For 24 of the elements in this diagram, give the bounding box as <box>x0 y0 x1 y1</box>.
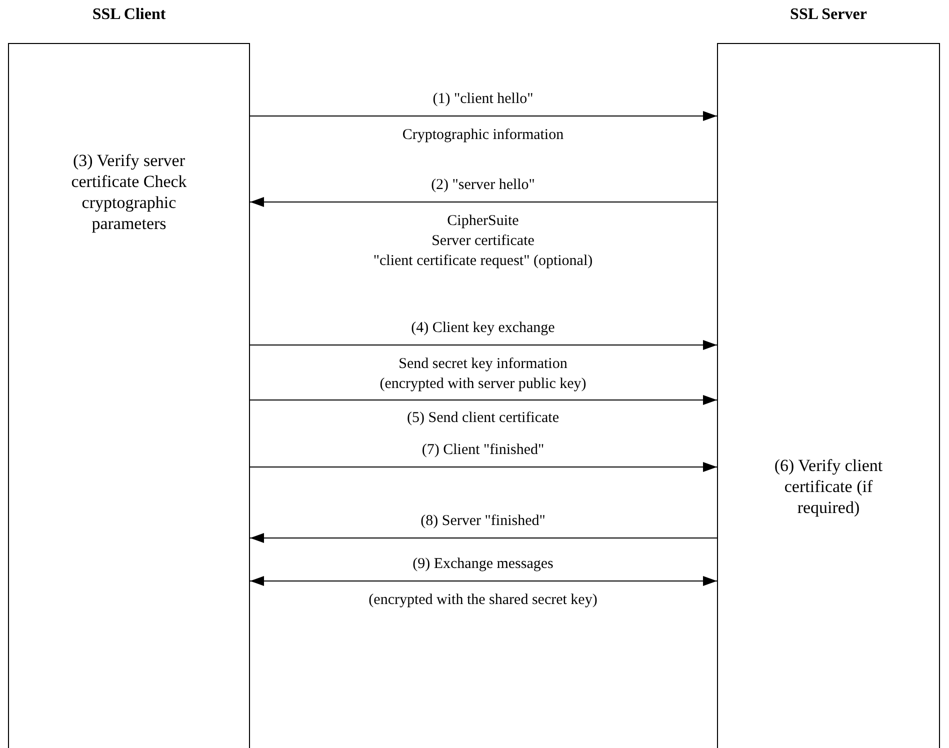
message-arrow <box>250 462 718 472</box>
message-detail: CipherSuite <box>446 212 520 231</box>
message-arrow <box>250 395 718 405</box>
message-label: (5) Send client certificate <box>406 409 560 428</box>
message-label: (4) Client key exchange <box>410 319 556 338</box>
message-arrow <box>250 111 718 121</box>
message-arrow <box>250 533 718 543</box>
message-detail: Send secret key information (encrypted with server public key) <box>378 355 588 394</box>
message-label: (7) Client "finished" <box>420 441 546 460</box>
message-detail: Cryptographic information <box>401 126 565 145</box>
message-arrow <box>250 197 718 207</box>
message-label: (1) "client hello" <box>432 90 534 109</box>
client-heading: SSL Client <box>91 6 167 24</box>
message-arrow <box>250 340 718 350</box>
message-label: (9) Exchange messages <box>412 555 554 574</box>
message-arrow <box>250 576 718 586</box>
message-detail: "client certificate request" (optional) <box>372 252 594 271</box>
message-detail: (encrypted with the shared secret key) <box>368 591 598 610</box>
message-label: (2) "server hello" <box>430 176 536 195</box>
step-note: (3) Verify server certificate Check cryptographic parameters <box>70 150 188 234</box>
step-note: (6) Verify client certificate (if required) <box>773 455 884 518</box>
server-heading: SSL Server <box>789 6 868 24</box>
message-label: (8) Server "finished" <box>420 512 546 531</box>
message-detail: Server certificate <box>430 232 536 251</box>
